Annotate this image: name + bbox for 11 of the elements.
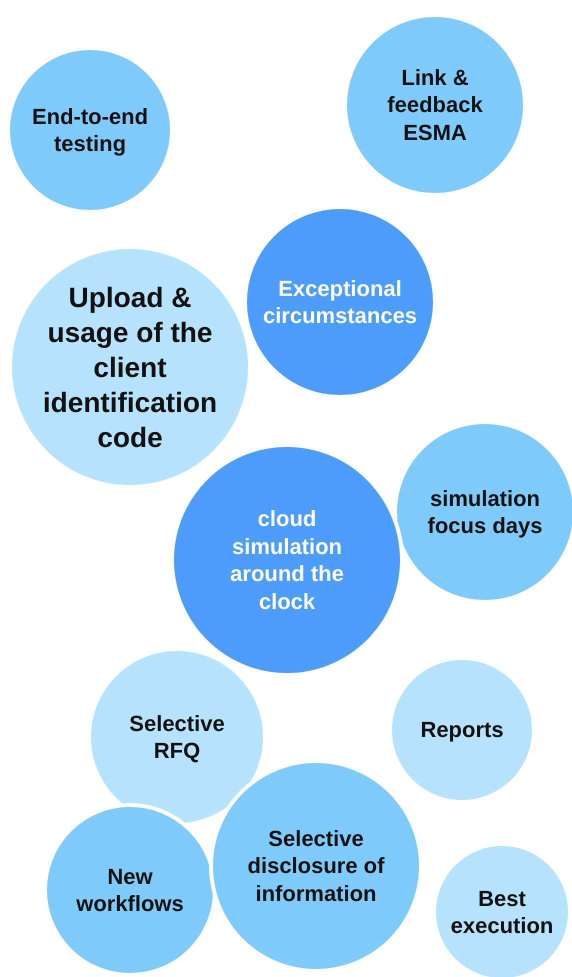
bubble-label: Link & feedback ESMA bbox=[386, 64, 484, 146]
bubble-label: Reports bbox=[420, 716, 504, 744]
bubble-label: New workflows bbox=[75, 862, 185, 918]
bubble-label: Selective disclosure of information bbox=[246, 824, 386, 908]
bubble-label: simulation focus days bbox=[426, 484, 544, 540]
bubble-label: Exceptional circumstances bbox=[262, 274, 418, 330]
bubble-label: Upload & usage of the client identification code bbox=[42, 280, 218, 454]
bubble-label: Best execution bbox=[450, 884, 554, 940]
bubble-label: End-to-end testing bbox=[30, 102, 150, 158]
bubble-label: cloud simulation around the clock bbox=[229, 505, 345, 615]
bubble-label: Selective RFQ bbox=[128, 710, 226, 764]
